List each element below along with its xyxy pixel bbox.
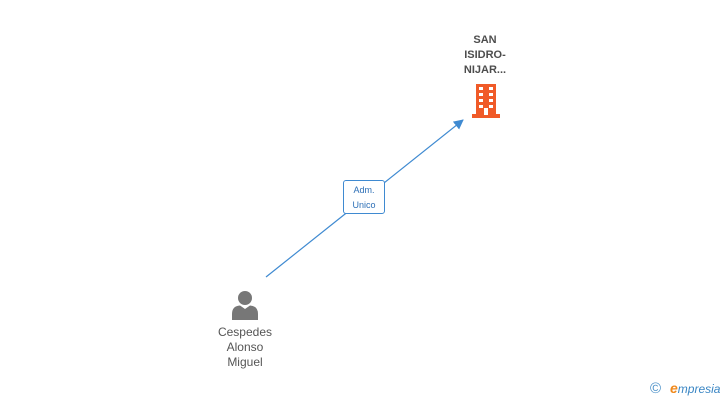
role-badge[interactable]: Adm. Unico	[343, 180, 385, 214]
building-icon[interactable]	[470, 84, 502, 118]
person-name-line: Miguel	[227, 355, 263, 369]
company-name-line: SAN	[473, 34, 497, 46]
brand-logo[interactable]: empresia	[670, 381, 720, 397]
person-name-line: Cespedes	[217, 325, 273, 339]
brand-logo-rest: mpresia	[677, 382, 721, 396]
company-name-line: ISIDRO-	[464, 49, 506, 61]
role-label-line: Adm.	[353, 185, 375, 195]
company-name-line: NIJAR...	[463, 64, 507, 76]
role-label-line: Unico	[352, 200, 376, 210]
brand-logo-e: e	[670, 380, 678, 396]
person-icon[interactable]	[231, 290, 259, 320]
person-name[interactable]: Cespedes Alonso Miguel	[195, 325, 295, 370]
company-name[interactable]: SAN ISIDRO- NIJAR...	[436, 33, 534, 78]
person-name-line: Alonso	[226, 340, 264, 354]
copyright-icon: ©	[650, 380, 662, 397]
